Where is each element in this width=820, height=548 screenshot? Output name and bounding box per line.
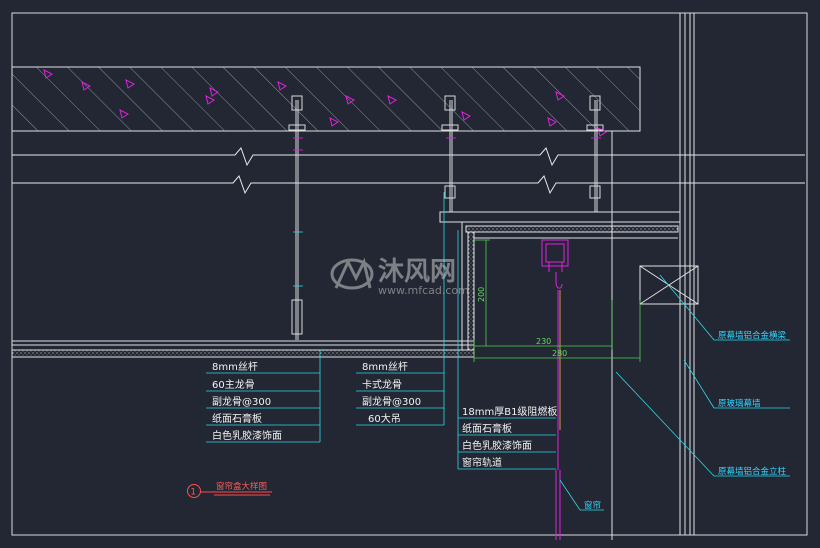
title-block: 1 窗帘盒大样图 (187, 481, 272, 498)
label-curtain: 窗帘 (584, 500, 601, 511)
curtain-box (439, 211, 681, 351)
title-text: 窗帘盒大样图 (216, 481, 267, 492)
curtain-wall-structure (611, 13, 699, 540)
dimension-lines (473, 239, 641, 362)
label-mid-4: 60大吊 (368, 412, 401, 425)
ceiling-board (11, 340, 475, 358)
label-mid-1: 8mm丝杆 (362, 361, 408, 373)
label-mid-2: 卡式龙骨 (362, 378, 402, 391)
label-left-1: 8mm丝杆 (212, 361, 258, 373)
curtain-track (541, 239, 569, 540)
drawing-frame (11, 12, 808, 536)
hanger-rods (288, 95, 604, 340)
watermark-logo-icon (330, 257, 374, 290)
watermark-url: www.mfcad.com (378, 284, 469, 297)
label-mid-b-4: 窗帘轨道 (462, 456, 502, 469)
label-left-5: 白色乳胶漆饰面 (212, 429, 282, 442)
dimension-230: 230 (536, 337, 551, 346)
watermark-text: 沐风网 (378, 257, 456, 287)
break-line-band (12, 147, 805, 195)
dimension-280: 280 (552, 349, 567, 358)
label-mid-b-1: 18mm厚B1级阻燃板 (462, 405, 557, 418)
label-right-3: 原幕墙铝合金立柱 (718, 466, 787, 477)
label-mid-b-3: 白色乳胶漆饰面 (462, 439, 532, 452)
watermark: 沐风网 www.mfcad.com (330, 257, 469, 297)
label-left-4: 纸面石膏板 (212, 412, 262, 425)
dimension-200: 200 (477, 287, 486, 302)
label-left-2: 60主龙骨 (212, 378, 255, 391)
concrete-slab (11, 66, 641, 137)
label-mid-3: 副龙骨@300 (362, 395, 421, 408)
leader-lines (206, 192, 790, 511)
label-left-3: 副龙骨@300 (212, 395, 271, 408)
title-number: 1 (191, 488, 196, 498)
label-mid-b-2: 纸面石膏板 (462, 422, 512, 435)
label-right-1: 原幕墙铝合金横梁 (718, 330, 787, 341)
label-right-2: 原玻璃幕墙 (718, 398, 761, 409)
